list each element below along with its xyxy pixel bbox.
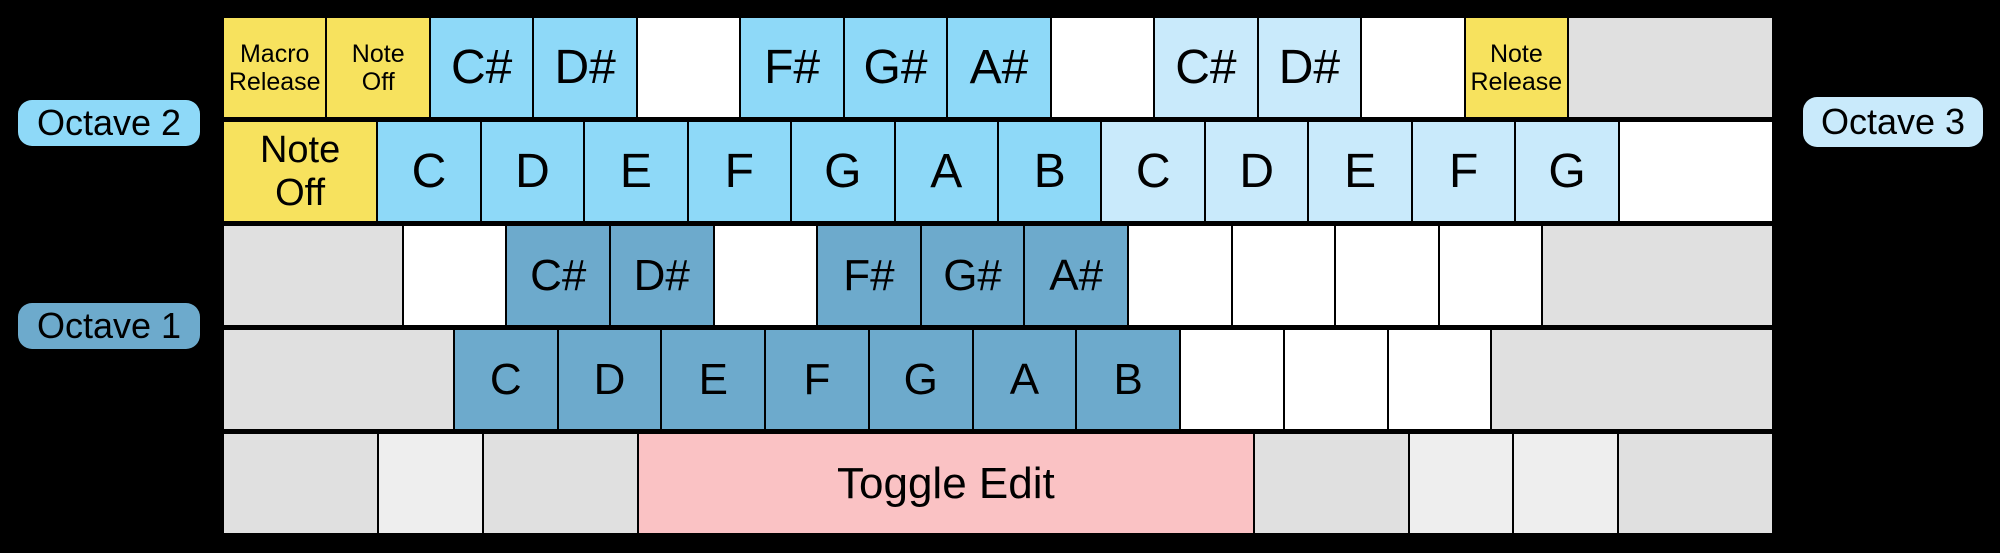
key-g-sharp-oct1: G# <box>920 225 1025 326</box>
key-c-oct1: C <box>453 329 558 430</box>
key-d-oct2: D <box>480 121 585 222</box>
key-c-sharp-oct2: C# <box>429 17 534 118</box>
key-macro-release: Macro Release <box>223 17 327 118</box>
key-unmapped <box>713 225 818 326</box>
key-unmapped <box>1438 225 1543 326</box>
key-a-oct2: A <box>894 121 999 222</box>
key-modifier <box>1568 17 1774 118</box>
key-note-off: Note Off <box>223 121 378 222</box>
octave-2-label-text: Octave 2 <box>36 102 182 143</box>
key-c-oct2: C <box>377 121 481 222</box>
key-a-sharp-oct2: A# <box>947 17 1051 118</box>
key-d-oct1: D <box>557 329 662 430</box>
key-g-sharp-oct2: G# <box>843 17 948 118</box>
key-unmapped <box>1283 329 1388 430</box>
key-g-oct2: G <box>791 121 895 222</box>
key-unmapped <box>402 225 507 326</box>
key-e-oct2: E <box>584 121 688 222</box>
key-modifier <box>1513 433 1618 534</box>
key-unmapped <box>636 17 741 118</box>
key-b-oct1: B <box>1076 329 1181 430</box>
row-home: C#D# F#G#A# <box>223 225 1773 326</box>
key-toggle-edit: Toggle Edit <box>638 433 1254 534</box>
key-modifier <box>1253 433 1410 534</box>
key-modifier <box>1542 225 1773 326</box>
key-a-sharp-oct1: A# <box>1024 225 1128 326</box>
octave-3-label: Octave 3 <box>1803 97 1983 147</box>
key-unmapped <box>1387 329 1492 430</box>
key-modifier <box>223 329 454 430</box>
row-space: Toggle Edit <box>223 433 1774 534</box>
key-a-oct1: A <box>972 329 1077 430</box>
key-b-oct2: B <box>998 121 1102 222</box>
key-unmapped <box>1180 329 1284 430</box>
octave-1-label-text: Octave 1 <box>36 305 182 346</box>
key-modifier <box>378 433 483 534</box>
key-g-oct3: G <box>1515 121 1619 222</box>
key-f-sharp-oct2: F# <box>740 17 844 118</box>
key-modifier <box>223 433 379 534</box>
key-unmapped <box>1335 225 1439 326</box>
key-unmapped <box>1231 225 1336 326</box>
key-modifier <box>482 433 639 534</box>
key-f-sharp-oct1: F# <box>817 225 921 326</box>
key-e-oct1: E <box>661 329 766 430</box>
key-unmapped <box>1127 225 1232 326</box>
key-e-oct3: E <box>1308 121 1412 222</box>
key-modifier <box>1491 329 1774 430</box>
octave-1-label: Octave 1 <box>18 303 200 349</box>
key-d-sharp-oct1: D# <box>609 225 714 326</box>
key-d-sharp-oct3: D# <box>1257 17 1362 118</box>
key-d-sharp-oct2: D# <box>533 17 637 118</box>
key-c-oct3: C <box>1101 121 1205 222</box>
key-modifier <box>1617 433 1774 534</box>
key-modifier <box>1409 433 1514 534</box>
key-modifier <box>223 225 403 326</box>
key-c-sharp-oct1: C# <box>506 225 610 326</box>
key-note-release: Note Release <box>1464 17 1569 118</box>
key-g-oct1: G <box>868 329 973 430</box>
key-f-oct3: F <box>1411 121 1516 222</box>
key-f-oct2: F <box>687 121 792 222</box>
key-d-oct3: D <box>1204 121 1309 222</box>
key-unmapped <box>1361 17 1465 118</box>
key-note-off: Note Off <box>326 17 430 118</box>
key-f-oct1: F <box>765 329 869 430</box>
key-c-sharp-oct3: C# <box>1154 17 1258 118</box>
key-unmapped <box>1618 121 1774 222</box>
octave-3-label-text: Octave 3 <box>1820 101 1966 142</box>
octave-2-label: Octave 2 <box>18 100 200 146</box>
key-unmapped <box>1050 17 1155 118</box>
